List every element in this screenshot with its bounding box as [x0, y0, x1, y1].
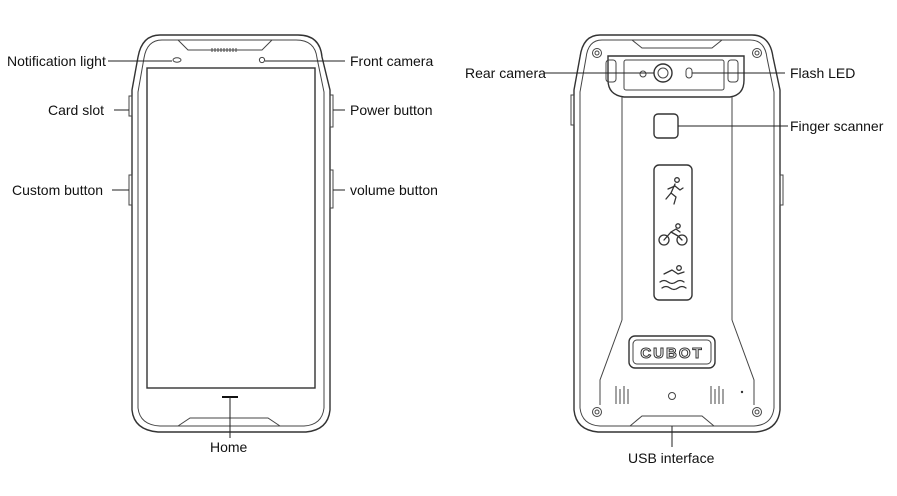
earpiece-bump [177, 39, 273, 51]
custom-button [128, 174, 133, 206]
front-inner-bezel [137, 39, 325, 427]
label-finger-scanner: Finger scanner [790, 118, 884, 134]
speaker-grille-right [710, 386, 724, 404]
label-volume-button: volume button [350, 182, 438, 198]
camera-module [607, 55, 745, 98]
label-flash-led: Flash LED [790, 65, 855, 81]
power-button [329, 94, 334, 128]
back-bottom-bump [629, 415, 715, 427]
bottom-mic-hole [740, 390, 744, 394]
front-phone [128, 34, 334, 433]
flash-led [685, 67, 693, 79]
swimming-icon [659, 265, 687, 291]
cycling-icon [658, 223, 688, 246]
volume-button [329, 169, 334, 209]
speaker-grille-left [615, 386, 629, 404]
rear-camera-lens-outer [653, 63, 673, 83]
screw-bottom-right [752, 407, 762, 417]
camera-side-slot-right [727, 59, 739, 83]
front-body-outline [131, 34, 331, 433]
bottom-bump [177, 417, 281, 427]
back-inner-frame [579, 39, 775, 427]
rear-camera-lens [657, 67, 669, 79]
label-custom-button: Custom button [12, 182, 103, 198]
rear-mic-dot [639, 70, 647, 78]
finger-scanner [653, 113, 679, 139]
back-body-outline [573, 34, 781, 433]
label-power-button: Power button [350, 102, 433, 118]
screw-top-right [752, 48, 762, 58]
back-side-button-right [779, 174, 784, 206]
back-side-button-left [570, 94, 575, 126]
card-slot [128, 95, 133, 117]
notification-light [172, 57, 182, 63]
back-top-bump [631, 39, 723, 49]
bottom-center-screw [668, 392, 676, 400]
label-home: Home [210, 439, 248, 455]
camera-module-inner [623, 59, 725, 91]
label-rear-camera: Rear camera [465, 65, 546, 81]
camera-side-slot-left [605, 59, 617, 83]
label-card-slot: Card slot [48, 102, 104, 118]
running-icon [665, 177, 684, 205]
label-front-camera: Front camera [350, 53, 433, 69]
front-camera-lens [258, 56, 266, 64]
earpiece-grille [211, 48, 237, 52]
label-usb-interface: USB interface [628, 450, 715, 466]
brand-logo: CUBOT [640, 345, 703, 362]
brand-plate [628, 335, 716, 369]
screw-bottom-left [592, 407, 602, 417]
back-phone: CUBOT [570, 34, 784, 433]
screw-top-left [592, 48, 602, 58]
front-screen [146, 67, 316, 389]
label-notification-light: Notification light [7, 53, 106, 69]
sport-icon-panel [653, 164, 693, 301]
